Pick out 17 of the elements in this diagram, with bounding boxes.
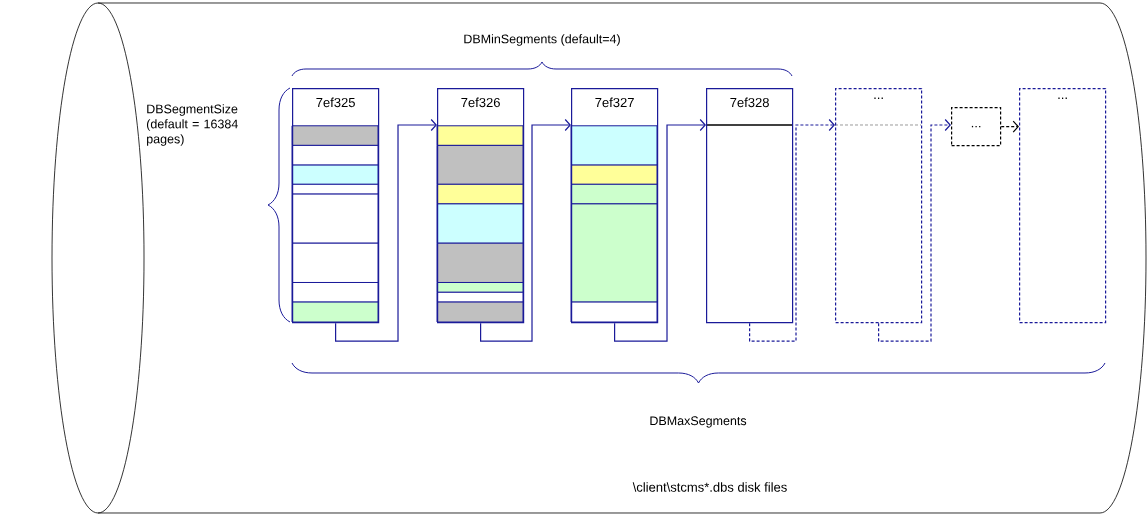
small-box: ... bbox=[951, 107, 1002, 147]
brace-label: DBMaxSegments bbox=[650, 416, 747, 428]
segment-box: ... bbox=[834, 88, 923, 324]
brace-label: DBMinSegments (default=4) bbox=[464, 34, 620, 46]
arrow bbox=[480, 118, 571, 342]
arrow bbox=[335, 118, 437, 342]
segment-box: ... bbox=[1019, 88, 1107, 324]
segment-box: 7ef328 bbox=[705, 88, 794, 324]
segment-box: 7ef327 bbox=[571, 88, 659, 324]
segment-box: 7ef325 bbox=[292, 88, 380, 324]
segment-box: 7ef326 bbox=[437, 88, 525, 324]
brace-label: DBSegmentSize (default = 16384 pages) bbox=[147, 104, 238, 146]
arrow bbox=[749, 118, 835, 342]
arrow bbox=[1000, 120, 1019, 133]
arrow bbox=[878, 118, 951, 342]
arrow bbox=[614, 118, 706, 342]
node-label: \client\stcms*.dbs disk files bbox=[632, 482, 787, 492]
